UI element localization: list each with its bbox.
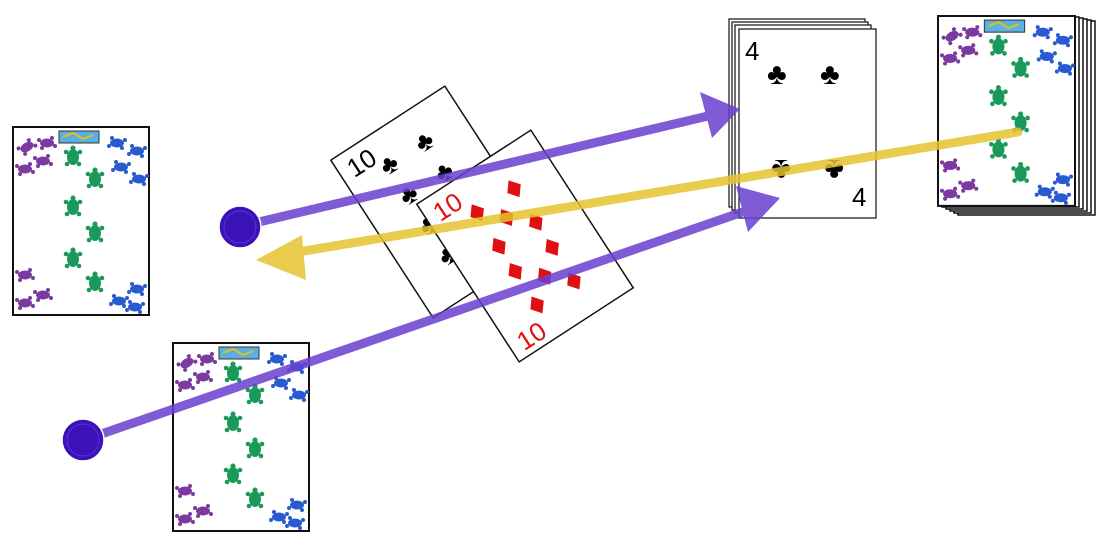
player-token-icon xyxy=(61,418,105,462)
card-rank-bottom: 4 xyxy=(852,182,866,212)
svg-text:♣: ♣ xyxy=(767,58,787,91)
card-four-of-clubs[interactable]: 4 ♣ ♣ ♣ ♣ 4 xyxy=(738,28,877,219)
card-stack-four-of-clubs[interactable]: 4 ♣ ♣ ♣ ♣ 4 xyxy=(728,18,877,219)
card-back-left[interactable] xyxy=(13,127,149,315)
arrow-icon xyxy=(237,107,730,231)
player-token-2[interactable] xyxy=(61,418,105,462)
card-rank-top: 4 xyxy=(745,36,759,66)
draw-pile[interactable] xyxy=(938,16,1096,216)
card-back-pattern-icon xyxy=(13,127,149,315)
arrow-icon xyxy=(79,201,765,445)
arrow-icon xyxy=(700,92,740,138)
svg-text:♣: ♣ xyxy=(820,58,840,91)
card-back-pattern-icon xyxy=(938,16,1075,206)
player-token-1[interactable] xyxy=(218,205,262,249)
arrow-icon xyxy=(275,127,1023,260)
move-arrows xyxy=(79,92,1023,445)
player-token-icon xyxy=(218,205,262,249)
arrow-icon xyxy=(256,235,306,280)
arrow-icon xyxy=(736,186,780,232)
